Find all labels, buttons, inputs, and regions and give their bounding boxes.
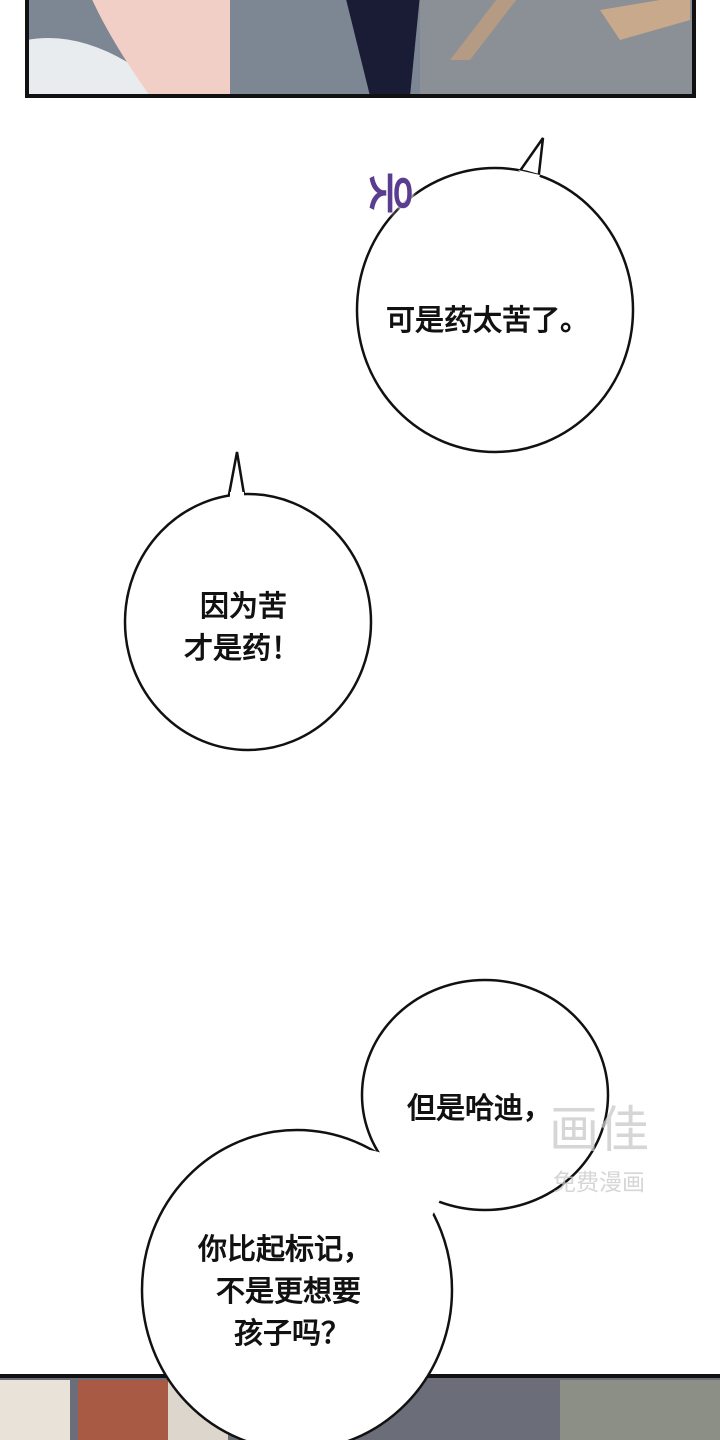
- bubble-4-line-3: 孩子吗？: [234, 1316, 351, 1350]
- sound-effect: 읏: [363, 171, 418, 215]
- top-panel: [25, 0, 696, 98]
- watermark-logo: 画佳: [549, 1101, 649, 1159]
- speech-bubble-1: [355, 137, 635, 454]
- watermark-caption: 免费漫画: [553, 1170, 645, 1196]
- speech-bubble-3-4: [140, 978, 610, 1440]
- bubble-1-text: 可是药太苦了。: [386, 303, 590, 337]
- speech-bubble-2: [123, 451, 373, 752]
- bubble-4-line-1: 你比起标记，: [198, 1232, 373, 1266]
- bubble-2-line-2: 才是药！: [184, 631, 301, 665]
- bubble-2-line-1: 因为苦: [200, 589, 288, 623]
- bubble-3-text: 但是哈迪，: [407, 1091, 553, 1125]
- bubble-4-line-2: 不是更想要: [216, 1274, 362, 1308]
